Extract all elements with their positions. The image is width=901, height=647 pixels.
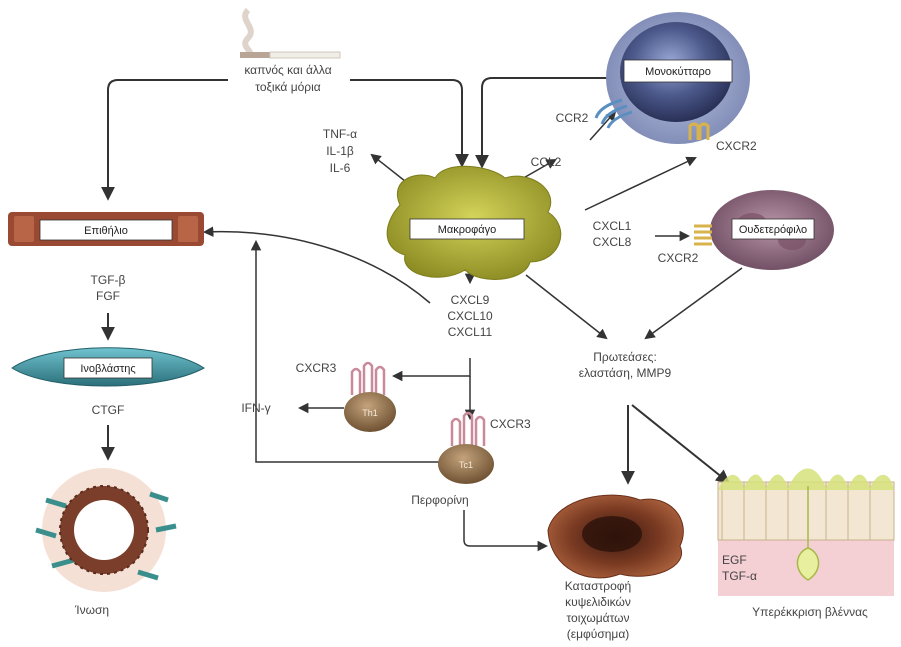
fibrosis-label: Ίνωση xyxy=(74,603,109,617)
cxcl8-label: CXCL8 xyxy=(593,235,632,249)
monocyte-cell: Μονοκύτταρο xyxy=(606,12,750,144)
cxcr2-neutrophil-label: CXCR2 xyxy=(658,251,699,265)
tgf-beta-label: TGF-β xyxy=(91,273,126,287)
monocyte-label: Μονοκύτταρο xyxy=(645,66,711,78)
il1-beta-label: IL-1β xyxy=(326,144,354,158)
ccr2-receptor-icon xyxy=(594,98,633,129)
mucus-label: Υπερέκκριση βλέννας xyxy=(752,605,868,619)
cigarette-icon xyxy=(240,7,341,59)
fibroblast-label: Ινοβλάστης xyxy=(80,363,135,375)
cytokines-label: TNF-α IL-1β IL-6 xyxy=(323,127,357,175)
neutrophil-cell: Ουδετερόφιλο xyxy=(710,190,834,270)
destruction-label-line3: τοιχωμάτων xyxy=(566,611,629,625)
macrophage-cell: Μακροφάγο xyxy=(386,165,562,280)
cxcr3-tc1-label: CXCR3 xyxy=(490,417,531,431)
proteases-label-line2: ελαστάση, MMP9 xyxy=(579,366,672,380)
epithelium-label: Επιθήλιο xyxy=(84,225,128,237)
egf-label: EGF xyxy=(722,553,747,567)
smoke-label-line2: τοξικά μόρια xyxy=(255,80,320,94)
fibrosis-airway-icon xyxy=(35,468,177,592)
destruction-label-line1: Καταστροφή xyxy=(565,579,631,593)
cxcl1-label: CXCL1 xyxy=(593,219,632,233)
cxcr2-monocyte-receptor-icon xyxy=(688,122,710,140)
cxcl10-label: CXCL10 xyxy=(447,309,493,323)
neutrophil-label: Ουδετερόφιλο xyxy=(739,224,807,236)
th1-label: Th1 xyxy=(362,408,378,418)
ccl2-label: CCL2 xyxy=(531,155,562,169)
th1-cell: Th1 xyxy=(344,361,396,432)
tc1-cell: Tc1 xyxy=(438,411,494,484)
cxcr2-neutrophil-receptor-icon xyxy=(694,224,712,246)
perforin-label: Περφορίνη xyxy=(411,493,468,507)
cxcr3-th1-label: CXCR3 xyxy=(296,361,337,375)
cxcl11-label: CXCL11 xyxy=(448,325,493,339)
macrophage-label: Μακροφάγο xyxy=(438,224,497,236)
ifn-gamma-label: IFN-γ xyxy=(241,401,270,415)
fgf-label: FGF xyxy=(96,289,120,303)
ccr2-label: CCR2 xyxy=(556,111,589,125)
tnf-alpha-label: TNF-α xyxy=(323,127,357,141)
ctgf-label: CTGF xyxy=(92,403,125,417)
smoke-label-line1: καπνός και άλλα xyxy=(244,63,331,77)
il6-label: IL-6 xyxy=(330,161,351,175)
cxcr2-monocyte-label: CXCR2 xyxy=(716,139,757,153)
alveolar-destruction-icon xyxy=(547,494,684,579)
fibroblast-cell: Ινοβλάστης xyxy=(11,347,205,387)
tgf-alpha-label: TGF-α xyxy=(722,569,757,583)
proteases-label-line1: Πρωτεάσες: xyxy=(593,350,657,364)
tc1-label: Tc1 xyxy=(459,460,473,470)
pathway-arrows xyxy=(101,77,743,552)
epithelium-layer: Επιθήλιο xyxy=(8,212,204,246)
destruction-label-line4: (εμφύσημα) xyxy=(567,627,630,641)
cxcl9-label: CXCL9 xyxy=(451,293,490,307)
destruction-label-line2: κυψελιδικών xyxy=(565,595,631,609)
mucus-epithelium-icon xyxy=(717,468,895,596)
